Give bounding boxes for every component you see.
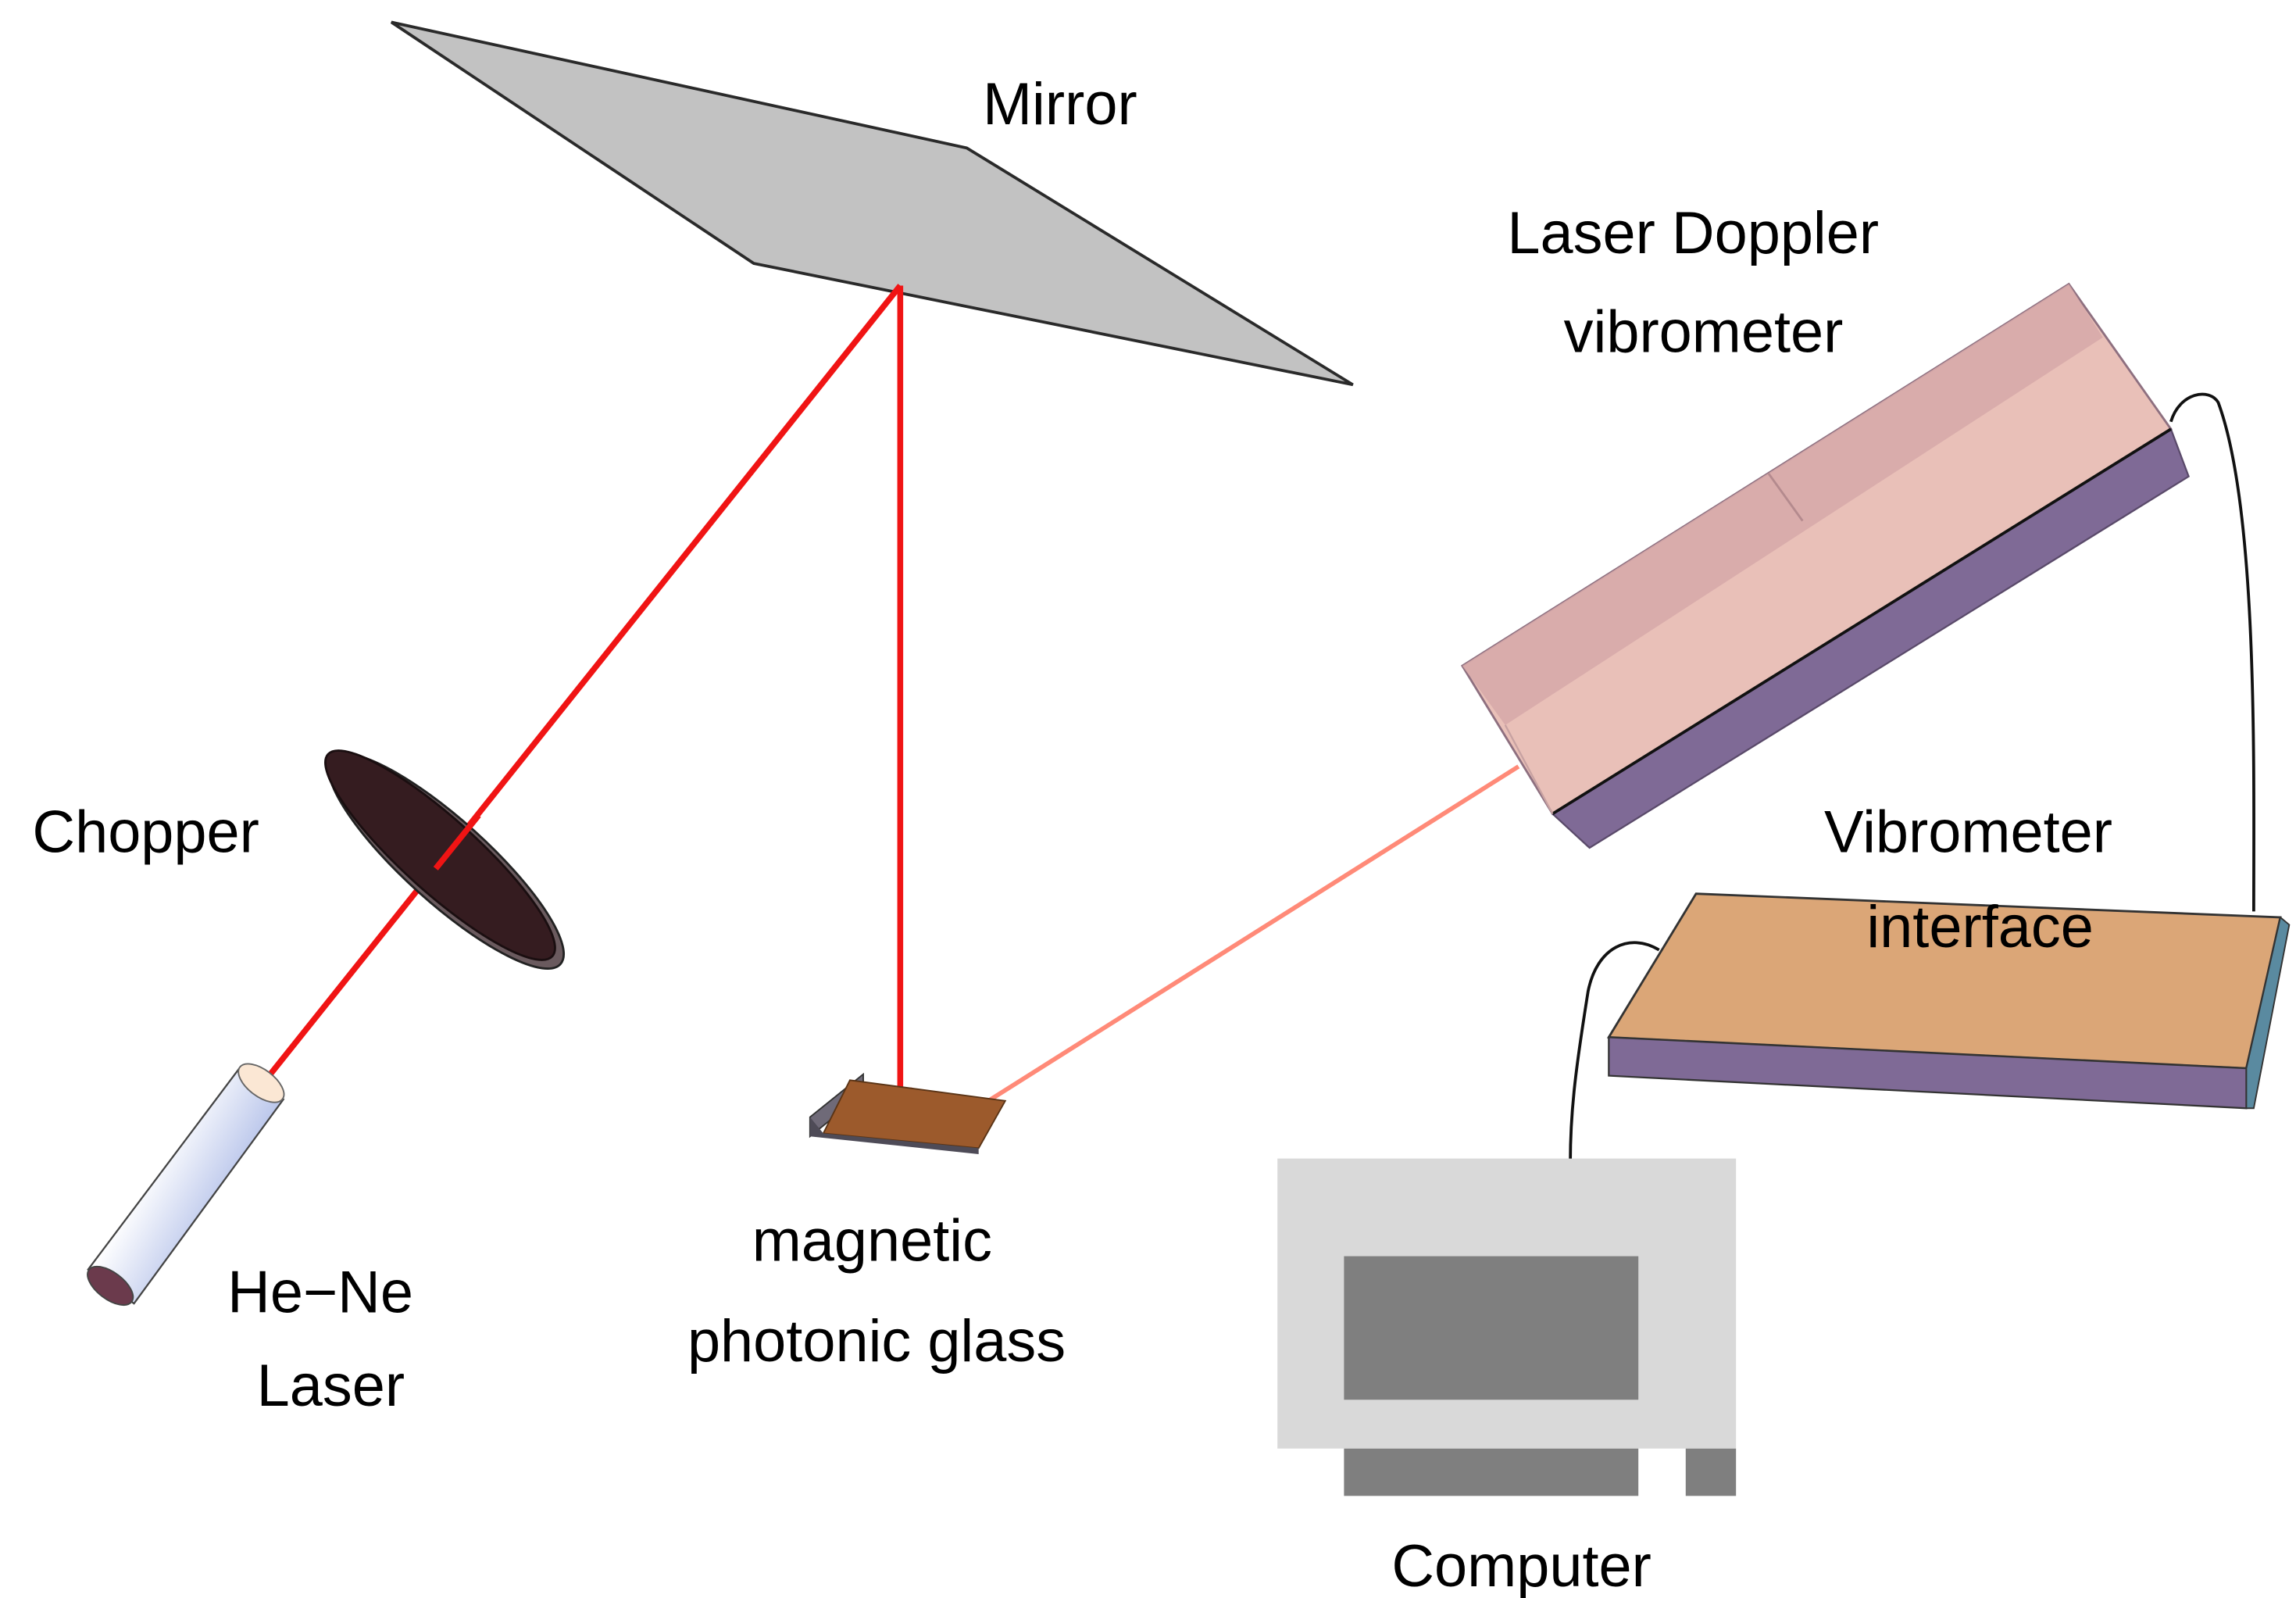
label-ldv-line2: vibrometer (1564, 299, 1844, 366)
laser-beam-path (263, 284, 912, 1112)
label-laser-line1: He−Ne (227, 1260, 413, 1326)
label-chopper: Chopper (32, 799, 259, 866)
magnetic-photonic-glass-sample (809, 1072, 1007, 1154)
computer (1277, 1158, 1737, 1496)
label-sample-line1: magnetic (752, 1207, 992, 1274)
beam-through-chopper (433, 813, 481, 870)
cable-interface-to-computer (1569, 941, 1660, 1162)
laser-doppler-vibrometer (1460, 282, 2190, 849)
computer-screen (1344, 1256, 1639, 1400)
label-ldv-line1: Laser Doppler (1507, 200, 1879, 266)
label-computer: Computer (1391, 1533, 1651, 1598)
computer-keyboard (1344, 1448, 1639, 1496)
label-sample-line2: photonic glass (687, 1308, 1066, 1375)
mirror (390, 20, 1354, 387)
vibrometer-interface (1606, 892, 2291, 1110)
label-mirror: Mirror (983, 71, 1137, 138)
label-laser-line2: Laser (257, 1353, 405, 1419)
cable-ldv-to-interface (2169, 392, 2255, 912)
label-interface-line1: Vibrometer (1824, 799, 2112, 866)
label-interface-line2: interface (1866, 894, 2093, 960)
computer-mouse (1685, 1448, 1737, 1496)
he-ne-laser (87, 1063, 285, 1307)
vibrometer-beam (956, 764, 1520, 1122)
beam-laser-to-mirror (263, 284, 903, 1082)
